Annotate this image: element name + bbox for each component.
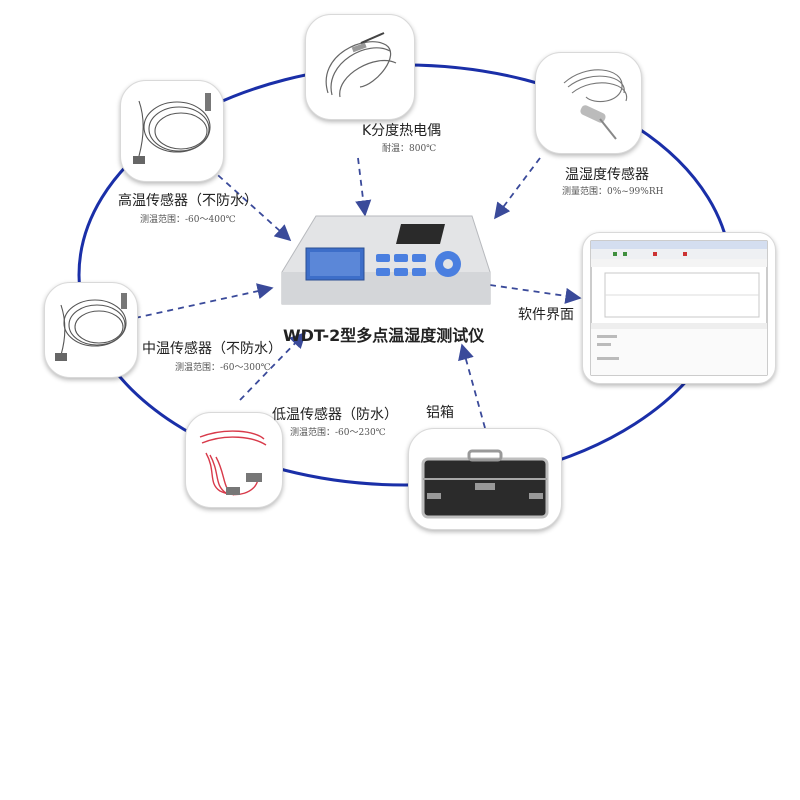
software-window-icon <box>590 240 768 376</box>
mid-temp-sensor-note: 测温范围：-60～300℃ <box>175 363 271 373</box>
k-thermocouple-label: K分度热电偶 <box>362 123 442 139</box>
arrow-k-thermocouple <box>355 157 372 217</box>
mid-temp-sensor-label: 中温传感器（不防水） <box>142 341 282 357</box>
aluminum-case-label: 铝箱 <box>426 405 454 421</box>
humidity-sensor-note: 测量范围：0%~99%RH <box>562 187 664 197</box>
arrow-mid-temp-sensor <box>134 283 274 319</box>
arrow-low-temp-sensor <box>239 331 307 401</box>
humidity-sensor-label: 温湿度传感器 <box>565 167 649 183</box>
arrow-aluminum-case <box>458 343 486 429</box>
low-temp-sensor-card <box>185 412 283 508</box>
software-label: 软件界面 <box>518 307 574 323</box>
software-card <box>582 232 776 384</box>
arrow-software <box>489 284 582 304</box>
high-temp-sensor-note: 测温范围：-60～400℃ <box>140 215 236 225</box>
coiled-cable-sensor-icon <box>55 293 127 361</box>
humidity-sensor-icon <box>563 69 628 140</box>
coiled-cable-sensor-icon <box>133 93 211 164</box>
k-thermocouple-note: 耐温：800℃ <box>382 144 437 154</box>
tester-device-icon <box>281 215 491 305</box>
arrow-humidity-sensor <box>494 157 541 220</box>
center-device-label: WDT-2型多点温湿度测试仪 <box>283 326 485 345</box>
high-temp-sensor-label: 高温传感器（不防水） <box>118 193 258 209</box>
aluminum-case-icon <box>421 449 549 519</box>
mid-temp-sensor-card <box>44 282 138 378</box>
humidity-sensor-card <box>535 52 642 154</box>
aluminum-case-card <box>408 428 562 530</box>
red-cable-sensor-icon <box>199 430 267 496</box>
k-thermocouple-card <box>305 14 415 120</box>
high-temp-sensor-card <box>120 80 224 182</box>
low-temp-sensor-note: 测温范围：-60～230℃ <box>290 428 386 438</box>
thermocouple-probe-icon <box>325 32 397 98</box>
low-temp-sensor-label: 低温传感器（防水） <box>272 407 398 423</box>
arrow-high-temp-sensor <box>209 167 292 242</box>
